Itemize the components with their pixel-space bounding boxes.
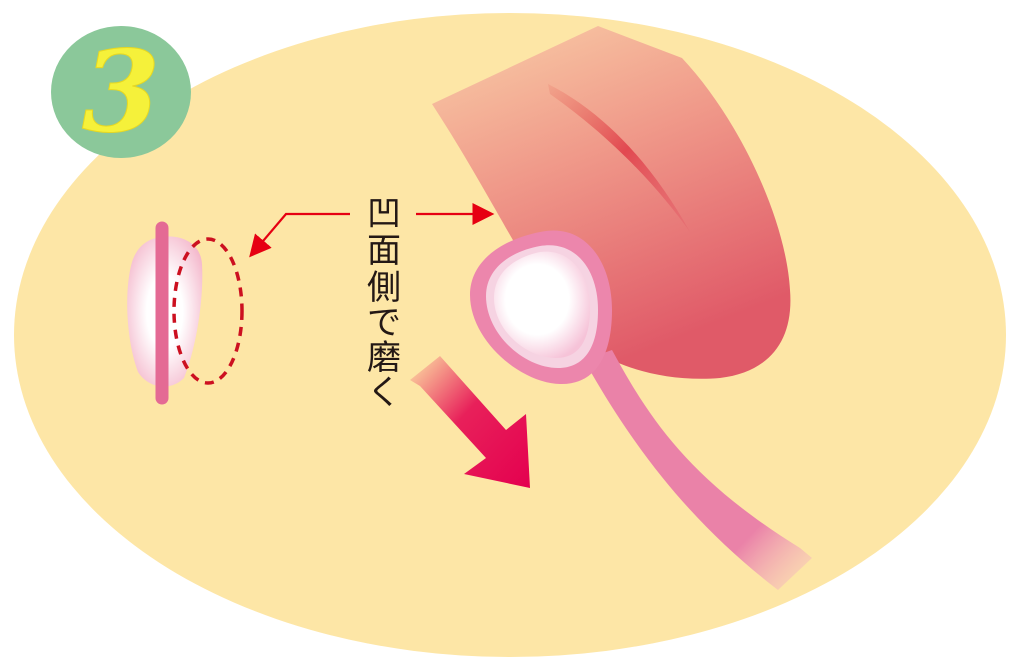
- dashed-concave-highlight: [172, 237, 244, 385]
- tongue-cleaner-icon: [470, 230, 612, 385]
- cleaner-handle: [584, 350, 812, 590]
- label-char: 側: [367, 268, 401, 308]
- label-char: く: [367, 373, 401, 413]
- label-char: 磨: [367, 338, 401, 378]
- label-char: 凹: [367, 194, 401, 234]
- pointer-lines: [249, 203, 495, 258]
- label-char: 面: [367, 231, 401, 271]
- label-char: で: [367, 303, 401, 343]
- cleaner-side-view-icon: [127, 221, 244, 405]
- step-number: 3: [82, 27, 160, 158]
- step-badge: 3: [51, 26, 191, 159]
- concave-side-label: 凹 面 側 で 磨 く: [367, 194, 401, 413]
- direction-arrow-icon: [410, 356, 530, 488]
- tongue-illustration: [432, 26, 791, 379]
